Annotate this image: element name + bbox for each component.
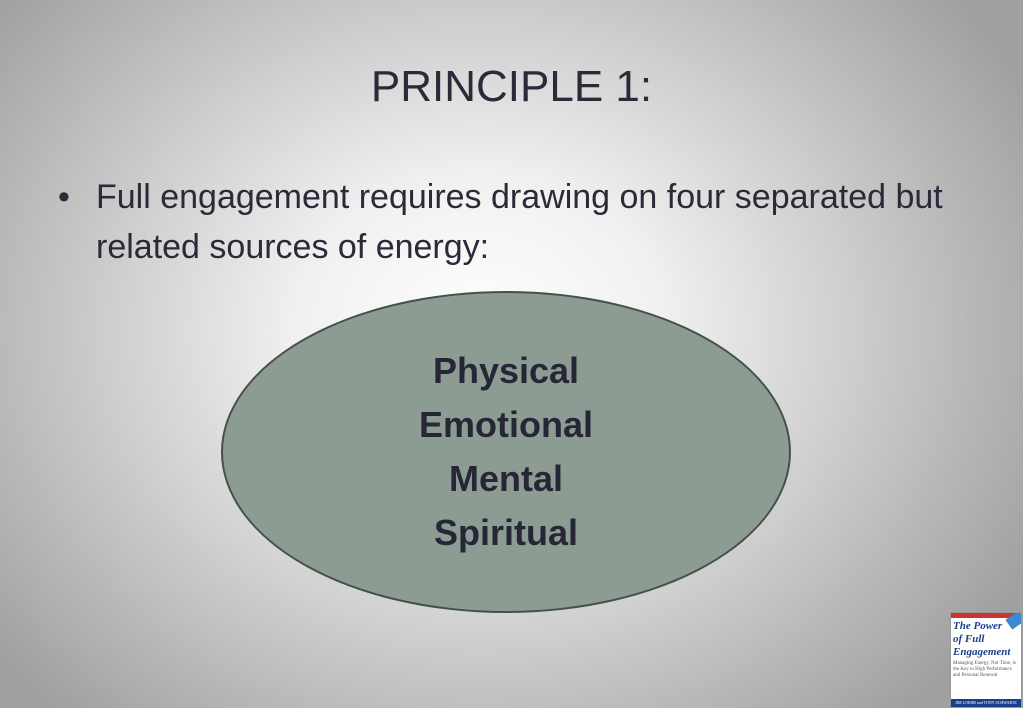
bullet-text: Full engagement requires drawing on four…: [96, 178, 943, 266]
book-subtitle: Managing Energy, Not Time, is the Key to…: [953, 661, 1016, 678]
book-cover-image: The Power of Full Engagement Managing En…: [950, 612, 1022, 708]
energy-spiritual: Spiritual: [433, 512, 579, 553]
book-title-line: of Full: [953, 633, 985, 645]
energy-emotional: Emotional: [418, 404, 593, 445]
bullet-point: • Full engagement requires drawing on fo…: [58, 172, 988, 272]
book-band: [951, 613, 1021, 618]
energy-mental: Mental: [448, 458, 563, 499]
slide-title: PRINCIPLE 1:: [370, 62, 653, 111]
bullet-dot-icon: •: [58, 178, 70, 216]
energy-sources-ellipse: Physical Emotional Mental Spiritual: [221, 291, 791, 613]
book-title-line: The Power: [953, 620, 1003, 632]
energy-physical: Physical: [432, 350, 580, 391]
book-title-line: Engagement: [953, 646, 1011, 658]
book-authors: JIM LOEHR and TONY SCHWARTZ: [951, 699, 1021, 707]
